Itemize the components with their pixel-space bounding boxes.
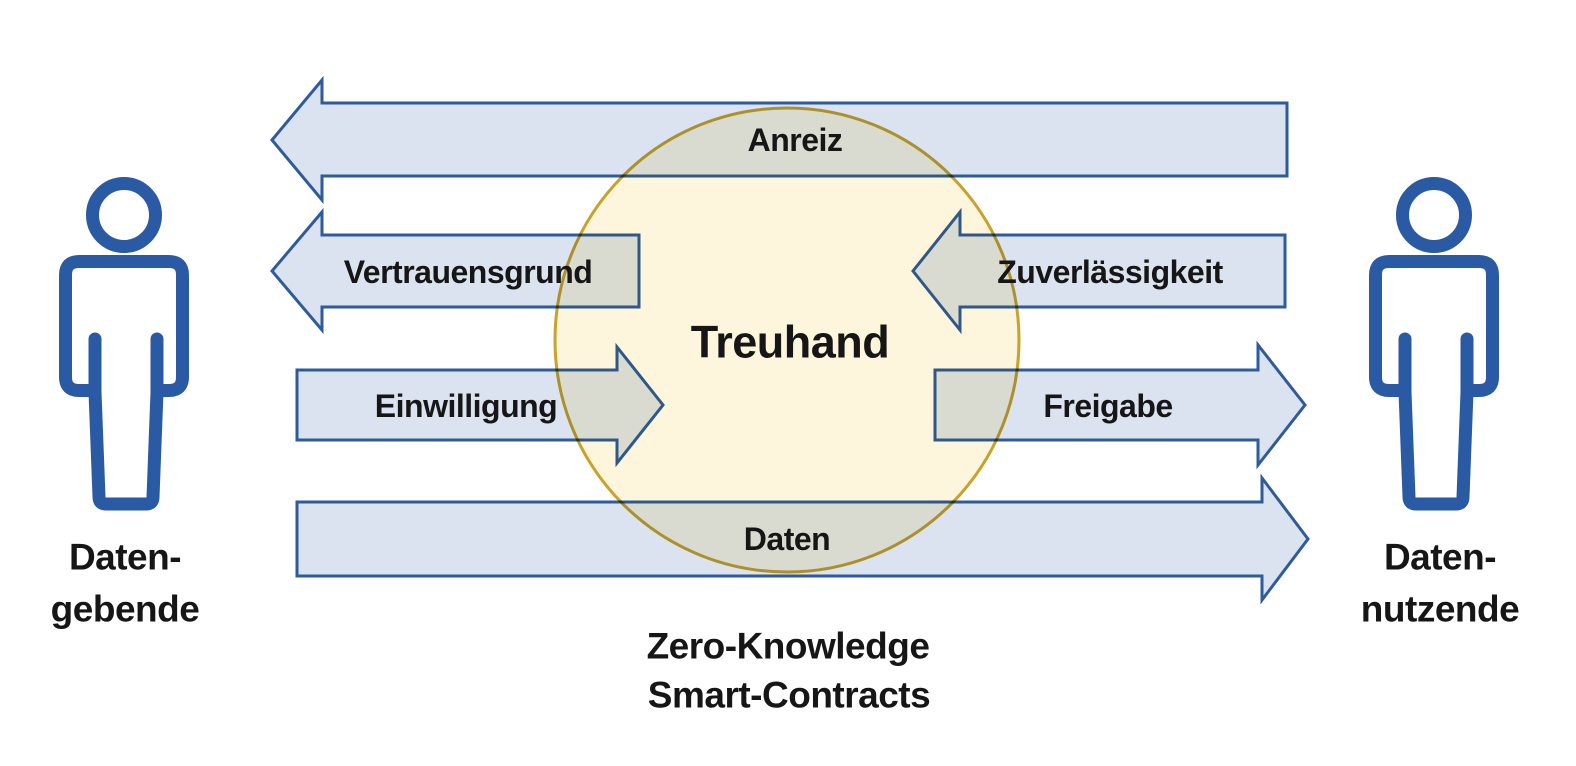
vertrauensgrund-label: Vertrauensgrund — [344, 254, 593, 290]
caption-zero-knowledge: Zero-Knowledge — [647, 626, 930, 667]
right-actor-label-line2: nutzende — [1361, 589, 1519, 630]
person-right-torso — [1369, 255, 1499, 397]
zuverlaessigkeit-label: Zuverlässigkeit — [997, 254, 1223, 290]
caption-smart-contracts: Smart-Contracts — [648, 675, 930, 716]
left-actor-label-line1: Daten- — [69, 537, 181, 578]
person-left-icon — [59, 177, 189, 511]
flow-labels: Anreiz Vertrauensgrund Zuverlässigkeit E… — [344, 122, 1224, 557]
person-right-arms-legs — [1398, 332, 1474, 511]
person-right-head — [1396, 177, 1472, 253]
trust-circle — [553, 106, 1021, 574]
caption: Zero-Knowledge Smart-Contracts — [647, 626, 931, 716]
person-right-icon — [1369, 177, 1499, 511]
treuhand-label: Treuhand — [691, 317, 890, 368]
left-actor-label-line2: gebende — [51, 589, 200, 630]
person-left-head — [86, 177, 162, 253]
daten-label: Daten — [744, 521, 830, 557]
einwilligung-label: Einwilligung — [375, 388, 557, 424]
actor-labels: Daten- gebende Daten- nutzende — [51, 537, 1520, 630]
right-actor-label-line1: Daten- — [1384, 537, 1496, 578]
person-left-torso — [59, 255, 189, 397]
person-left-arms-legs — [88, 332, 164, 511]
anreiz-label: Anreiz — [748, 122, 843, 158]
freigabe-label: Freigabe — [1043, 388, 1172, 424]
